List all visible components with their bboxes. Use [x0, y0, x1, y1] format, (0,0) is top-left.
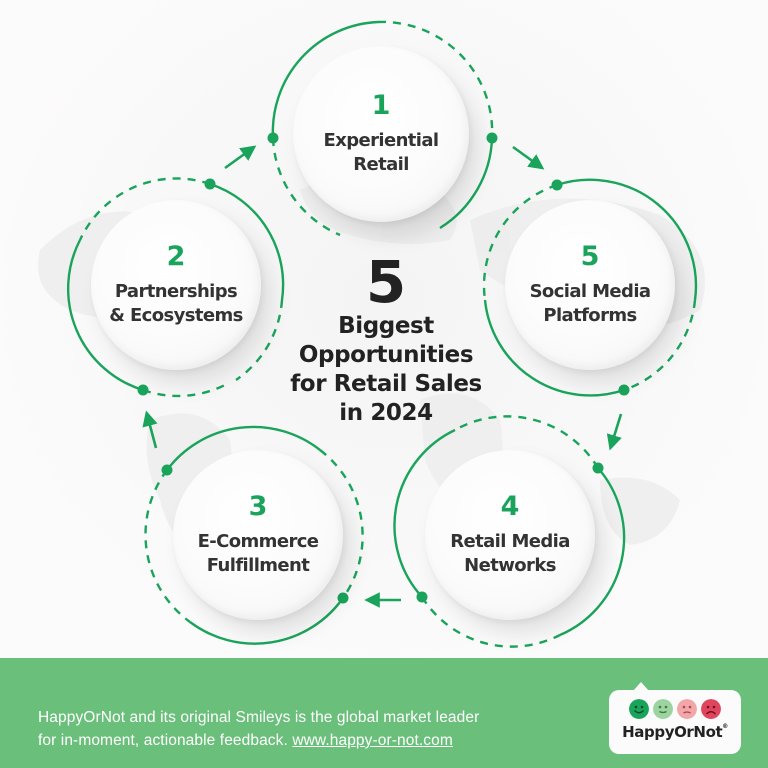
opportunity-2-circle: 2 Partnerships& Ecosystems	[91, 200, 261, 370]
title-line-2: Opportunities	[298, 342, 474, 368]
smiley-row	[629, 699, 721, 719]
opportunity-label: Partnerships& Ecosystems	[109, 280, 243, 326]
center-title: 5 Biggest Opportunities for Retail Sales…	[268, 252, 504, 428]
opportunity-number: 5	[580, 240, 600, 272]
arrow-2-to-1	[224, 145, 257, 170]
footer-description: HappyOrNot and its original Smileys is t…	[38, 709, 480, 749]
logo-wordmark: HappyOrNot®	[622, 723, 728, 741]
happyornot-logo[interactable]: HappyOrNot®	[609, 682, 741, 754]
opportunity-number: 4	[500, 490, 520, 522]
website-link[interactable]: www.happy-or-not.com	[292, 732, 453, 749]
title-number: 5	[365, 248, 407, 316]
happy-smiley-icon	[653, 699, 673, 719]
cycle-diagram-rings	[66, 20, 698, 648]
opportunity-number: 3	[248, 490, 268, 522]
title-line-3: for Retail Sales	[290, 371, 482, 397]
opportunity-number: 1	[371, 89, 391, 121]
very-happy-smiley-icon	[629, 699, 649, 719]
arrow-3-to-2	[142, 410, 158, 449]
opportunity-number: 2	[166, 240, 186, 272]
title-line-1: Biggest	[338, 313, 434, 339]
arrow-5-to-4	[606, 413, 623, 451]
arrow-1-to-5	[512, 145, 545, 170]
very-unhappy-smiley-icon	[701, 699, 721, 719]
title-line-4: in 2024	[339, 400, 433, 426]
unhappy-smiley-icon	[677, 699, 697, 719]
